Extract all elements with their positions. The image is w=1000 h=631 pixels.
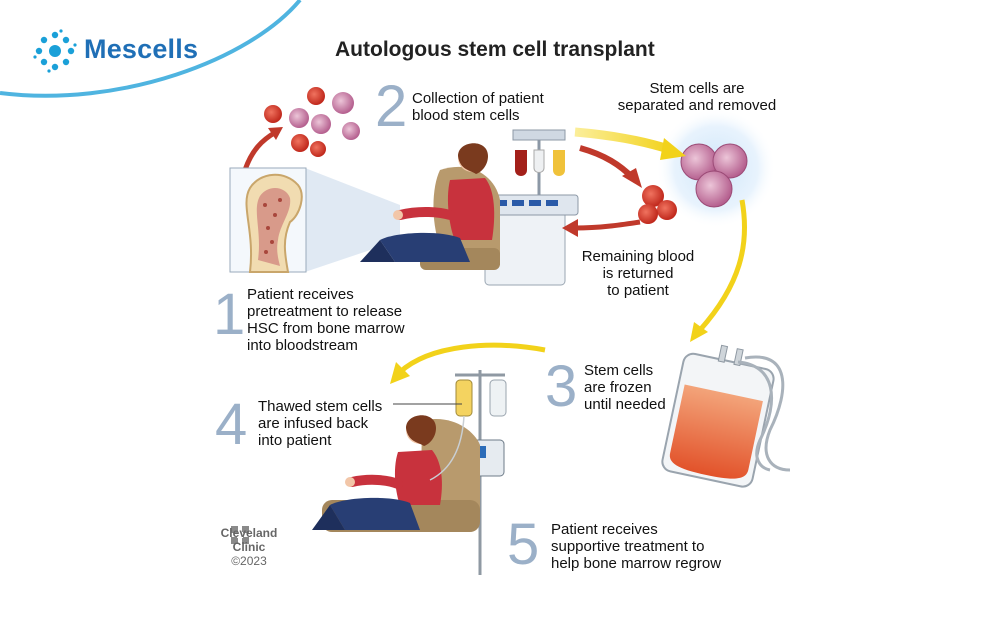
step-3-label: Stem cells are frozen until needed — [584, 362, 666, 413]
credit-org-line-1: Cleveland — [220, 526, 278, 540]
separation-line-1: Stem cells are — [649, 80, 745, 97]
step-4-line-1: Thawed stem cells — [258, 398, 383, 415]
step-1-label: Patient receives pretreatment to release… — [247, 286, 405, 354]
step-4-number: 4 — [215, 392, 248, 457]
step-1-line-4: into bloodstream — [247, 337, 358, 354]
frozen-stem-cell-bag — [661, 344, 791, 488]
bone-marrow-inset — [229, 167, 400, 273]
diagram-title: Autologous stem cell transplant — [335, 38, 655, 61]
step-4-line-3: into patient — [258, 432, 332, 449]
step-5-line-2: supportive treatment to — [551, 538, 705, 555]
credit-org-line-2: Clinic — [232, 540, 266, 554]
step-1-line-3: HSC from bone marrow — [247, 320, 405, 337]
bloodstream-cells-icon — [264, 87, 360, 157]
brand-swoosh — [0, 0, 302, 98]
returned-line-2: is returned — [602, 265, 674, 282]
step-1-number: 1 — [213, 282, 246, 347]
mescells-logo-icon — [33, 29, 77, 73]
remaining-blood-cells — [638, 185, 677, 224]
returned-note: Remaining blood is returned to patient — [568, 248, 708, 299]
separated-stem-cells — [656, 108, 776, 228]
step-4-label: Thawed stem cells are infused back into … — [258, 398, 382, 449]
patient-infusion-illustration — [312, 370, 507, 575]
step-5-line-3: help bone marrow regrow — [551, 555, 722, 572]
step-3-number: 3 — [545, 354, 578, 419]
returned-line-3: to patient — [607, 282, 669, 299]
arrow-to-freezing — [698, 199, 748, 332]
step-5-line-1: Patient receives — [551, 521, 658, 538]
cleveland-clinic-logo-icon — [231, 526, 249, 544]
step-2-line-1: Collection of patient — [412, 90, 544, 107]
separation-note: Stem cells are separated and removed — [612, 80, 782, 114]
brand-name: Mescells — [84, 34, 199, 64]
arrow-to-separation — [574, 127, 674, 155]
step-5-number: 5 — [507, 512, 540, 577]
step-2-number: 2 — [375, 74, 408, 139]
step-2-label: Collection of patient blood stem cells — [412, 90, 544, 124]
step-1-line-2: pretreatment to release — [247, 303, 403, 320]
step-1-line-1: Patient receives — [247, 286, 354, 303]
credit-year: ©2023 — [231, 554, 267, 568]
step-3-line-3: until needed — [584, 396, 666, 413]
step-5-label: Patient receives supportive treatment to… — [551, 521, 721, 572]
patient-apheresis-illustration — [360, 129, 579, 286]
returned-line-1: Remaining blood — [581, 248, 695, 265]
arrow-bone-to-blood — [242, 129, 278, 171]
step-2-line-2: blood stem cells — [412, 107, 520, 124]
step-4-line-2: are infused back — [258, 415, 369, 432]
separation-line-2: separated and removed — [617, 97, 777, 114]
arrow-to-infusion — [398, 342, 546, 374]
step-3-line-1: Stem cells — [584, 362, 654, 379]
step-3-line-2: are frozen — [584, 379, 652, 396]
credit-block: Cleveland Clinic ©2023 — [214, 526, 284, 568]
